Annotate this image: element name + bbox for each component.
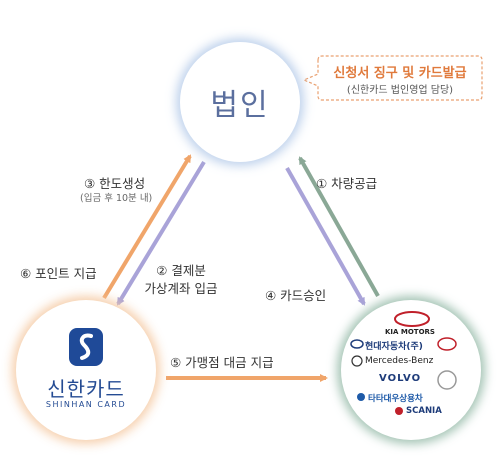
corporation-label: 법인 [210, 88, 270, 123]
maker-kia: KIA MOTORS [385, 328, 435, 336]
maker-hyundai: 현대자동차(주) [365, 342, 423, 352]
man-logo-icon [437, 370, 457, 390]
tata-logo-icon [357, 393, 365, 401]
maker-logos [350, 311, 457, 415]
callout-title: 신청서 징구 및 카드발급 [333, 66, 467, 81]
edge-label-1: ① 차량공급 [316, 176, 378, 191]
card-company-node: 신한카드 SHINHAN CARD [16, 300, 156, 440]
arrow-corp-to-card [116, 160, 206, 306]
arrow-card-to-corp [102, 154, 192, 300]
arrow-makers-to-corp [298, 156, 380, 297]
shinhan-logo-icon [69, 328, 103, 366]
maker-tata-daewoo: 타타대우상용차 [368, 394, 423, 404]
iveco-logo-icon [437, 337, 457, 351]
scania-logo-icon [395, 407, 403, 415]
corporation-node: 법인 [180, 42, 300, 162]
edge-label-6: ⑥ 포인트 지급 [20, 266, 97, 281]
callout-bubble [302, 55, 483, 101]
arrow-corp-to-makers [285, 167, 366, 306]
maker-scania: SCANIA [406, 406, 442, 416]
edge-label-4: ④ 카드승인 [265, 288, 327, 303]
hyundai-logo-icon [350, 339, 364, 349]
edge-label-3: ③ 한도생성 [84, 176, 146, 191]
kia-logo-icon [394, 311, 430, 327]
card-company-name: 신한카드 [47, 377, 125, 401]
mercedes-logo-icon [351, 355, 363, 367]
edge-note-3: (입금 후 10분 내) [80, 193, 153, 204]
edge-label-5: ⑤ 가맹점 대금 지급 [170, 355, 274, 370]
maker-volvo: VOLVO [379, 373, 422, 384]
maker-mercedes: Mercedes-Benz [365, 356, 434, 366]
vehicle-makers-node: KIA MOTORS 현대자동차(주) Mercedes-Benz VOLVO … [341, 300, 481, 440]
edge-label-2-line1: ② 결제분 [156, 263, 206, 278]
card-company-name-en: SHINHAN CARD [45, 400, 127, 409]
edge-label-2-line2: 가상계좌 입금 [144, 281, 218, 296]
callout-subtitle: (신한카드 법인영업 담당) [346, 85, 454, 96]
